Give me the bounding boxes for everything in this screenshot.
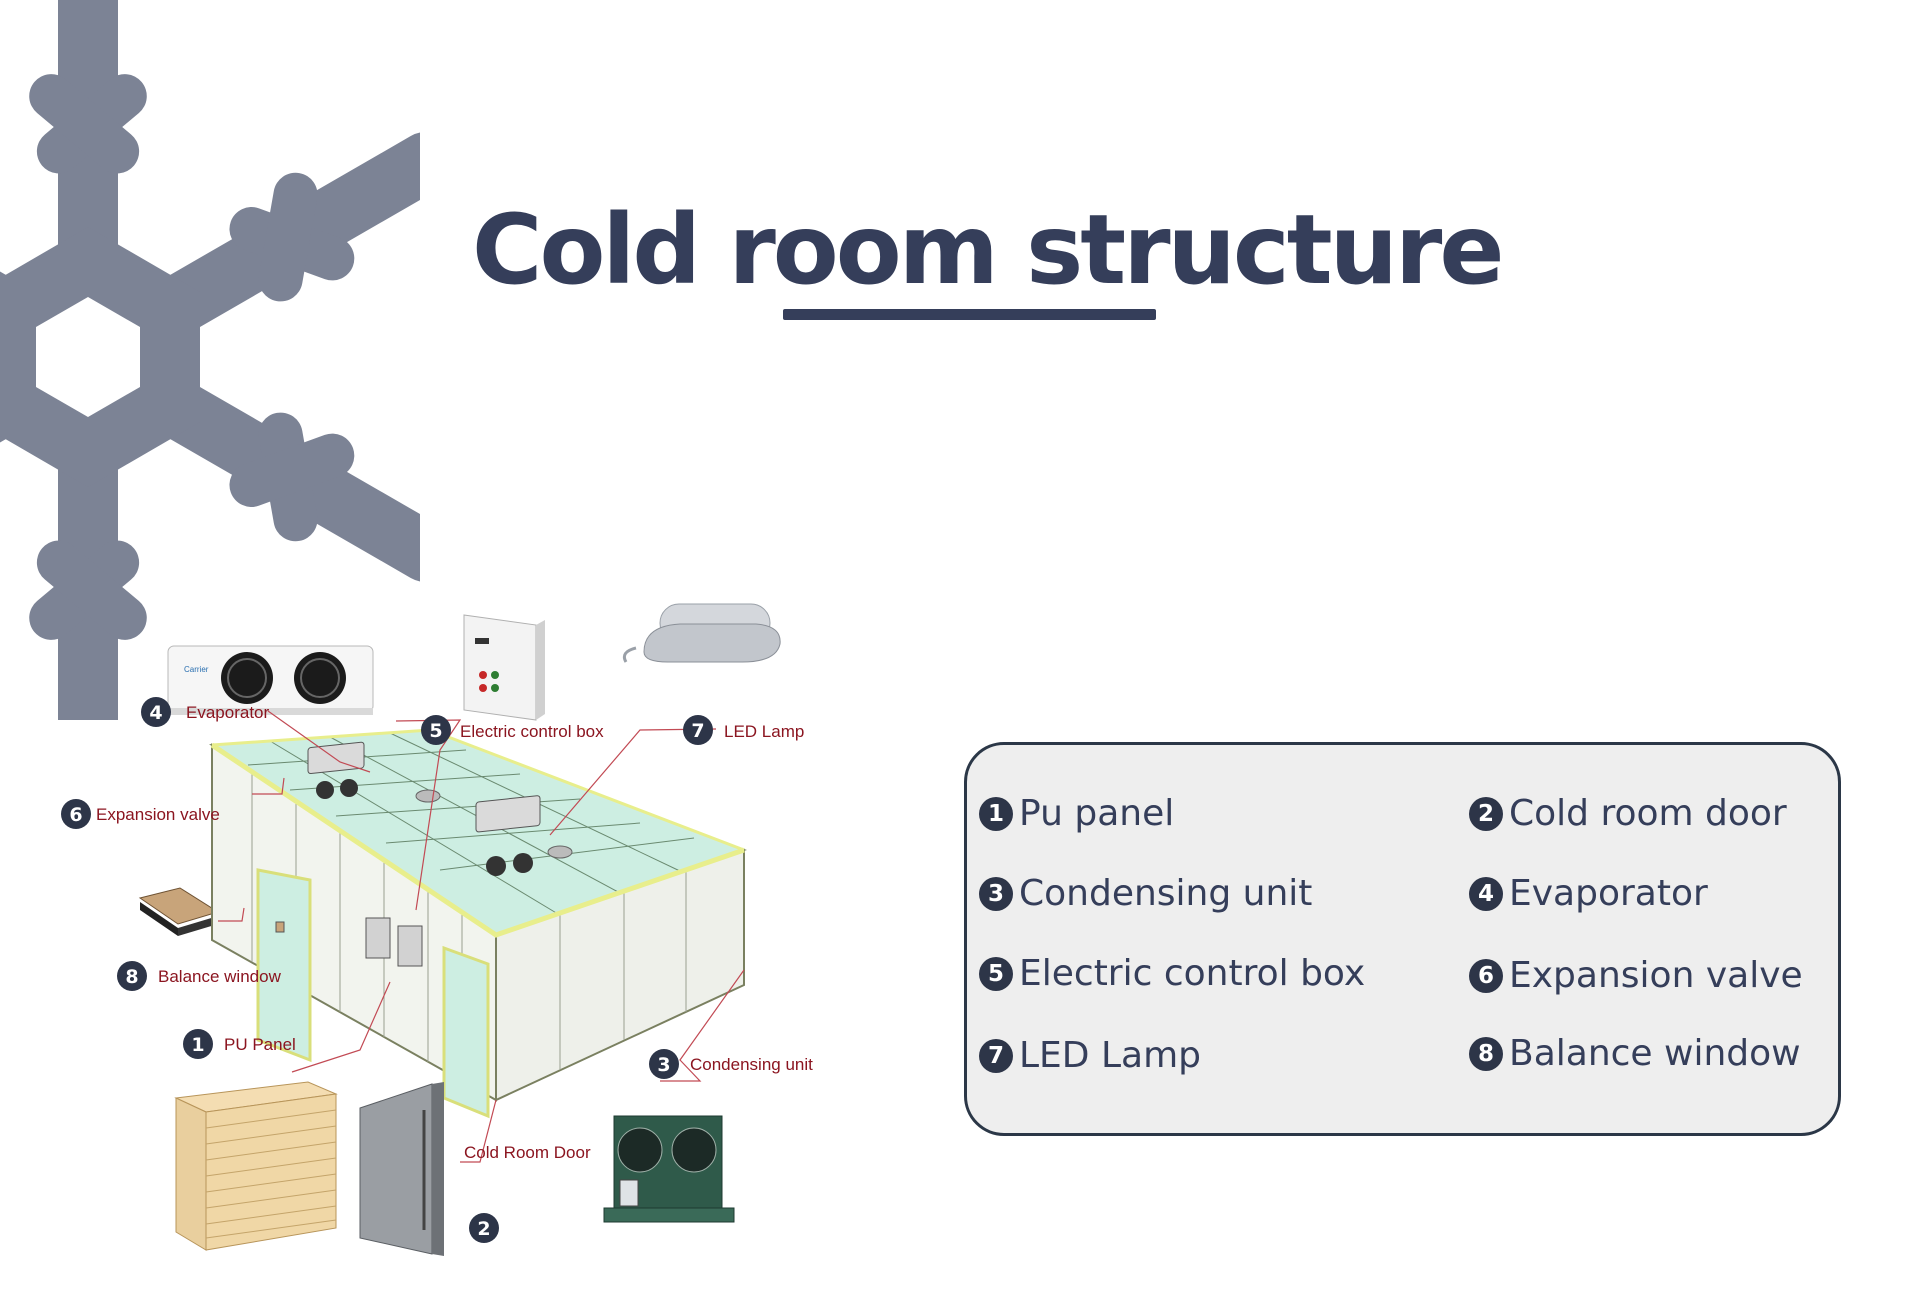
legend-item-condensing-unit: 3 Condensing unit bbox=[979, 873, 1312, 914]
legend-label: Cold room door bbox=[1509, 793, 1787, 834]
svg-text:Balance window: Balance window bbox=[158, 967, 282, 986]
svg-text:Carrier: Carrier bbox=[184, 665, 209, 674]
callout-3: 3 Condensing unit bbox=[649, 1049, 813, 1079]
svg-text:LED Lamp: LED Lamp bbox=[724, 722, 804, 741]
number-badge: 1 bbox=[979, 796, 1013, 831]
legend-item-balance-window: 8 Balance window bbox=[1469, 1033, 1801, 1074]
legend-label: Balance window bbox=[1509, 1033, 1801, 1074]
callout-6: 6 Expansion valve bbox=[61, 799, 220, 829]
legend-item-cold-room-door: 2 Cold room door bbox=[1469, 793, 1787, 834]
callout-5: 5 Electric control box bbox=[421, 715, 604, 745]
legend-item-electric-control-box: 5 Electric control box bbox=[979, 953, 1365, 994]
legend-label: Electric control box bbox=[1019, 953, 1366, 994]
legend-item-led-lamp: 7 LED Lamp bbox=[979, 1035, 1201, 1076]
svg-text:4: 4 bbox=[149, 702, 162, 724]
legend-box: 1 Pu panel 2 Cold room door 3 Condensing… bbox=[964, 742, 1841, 1136]
condensing-unit-image bbox=[603, 1115, 735, 1223]
svg-text:Expansion valve: Expansion valve bbox=[96, 805, 220, 824]
svg-text:7: 7 bbox=[691, 720, 704, 742]
title-underline bbox=[783, 309, 1156, 320]
legend-item-evaporator: 4 Evaporator bbox=[1469, 873, 1708, 914]
number-badge: 2 bbox=[1469, 796, 1503, 831]
svg-text:Evaporator: Evaporator bbox=[186, 703, 269, 722]
callout-4: 4 Evaporator bbox=[141, 697, 269, 727]
evaporator-image: Carrier bbox=[167, 645, 374, 715]
svg-text:5: 5 bbox=[429, 720, 442, 742]
control-box-image bbox=[463, 614, 545, 721]
pu-panel-image bbox=[174, 1081, 338, 1251]
cold-room-diagram: Carrier bbox=[61, 603, 813, 1256]
callout-7: 7 LED Lamp bbox=[683, 715, 804, 745]
number-badge: 6 bbox=[1469, 958, 1503, 993]
cold-room-door-image bbox=[359, 1082, 444, 1256]
page-title: Cold room structure bbox=[472, 194, 1504, 306]
callout-8: 8 Balance window bbox=[117, 961, 282, 991]
balance-window-image bbox=[138, 887, 220, 936]
number-badge: 5 bbox=[979, 956, 1013, 991]
legend-label: LED Lamp bbox=[1019, 1035, 1202, 1076]
svg-text:2: 2 bbox=[477, 1218, 490, 1240]
snowflake-icon bbox=[0, 0, 420, 720]
legend-label: Condensing unit bbox=[1019, 873, 1313, 914]
svg-text:Cold Room Door: Cold Room Door bbox=[464, 1143, 591, 1162]
number-badge: 4 bbox=[1469, 876, 1503, 911]
number-badge: 3 bbox=[979, 876, 1013, 911]
svg-text:Condensing unit: Condensing unit bbox=[690, 1055, 813, 1074]
svg-text:3: 3 bbox=[657, 1054, 670, 1076]
svg-text:PU Panel: PU Panel bbox=[224, 1035, 296, 1054]
legend-item-expansion-valve: 6 Expansion valve bbox=[1469, 955, 1803, 996]
number-badge: 8 bbox=[1469, 1036, 1503, 1071]
callout-1: 1 PU Panel bbox=[183, 1029, 296, 1059]
svg-text:Electric control box: Electric control box bbox=[460, 722, 604, 741]
legend-label: Expansion valve bbox=[1509, 955, 1803, 996]
callout-2: 2 Cold Room Door bbox=[464, 1143, 591, 1243]
legend-item-pu-panel: 1 Pu panel bbox=[979, 793, 1174, 834]
number-badge: 7 bbox=[979, 1038, 1013, 1073]
legend-label: Pu panel bbox=[1019, 793, 1175, 834]
legend-label: Evaporator bbox=[1509, 873, 1708, 914]
svg-text:6: 6 bbox=[69, 804, 82, 826]
svg-text:8: 8 bbox=[125, 966, 138, 988]
svg-text:1: 1 bbox=[191, 1034, 204, 1056]
led-lamp-image bbox=[622, 603, 781, 663]
